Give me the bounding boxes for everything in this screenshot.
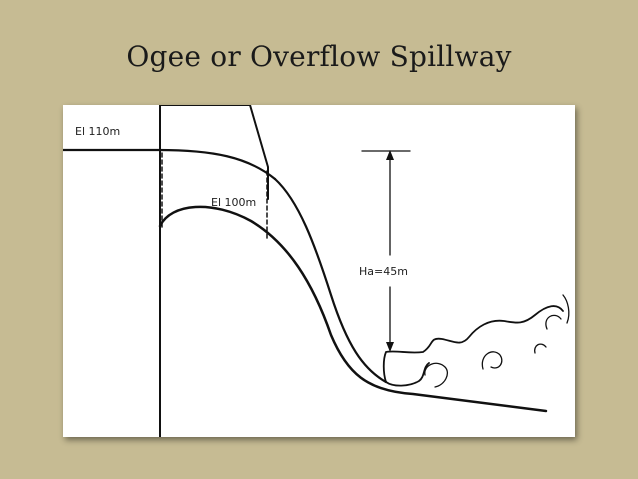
head-arrow-down [386, 342, 394, 352]
eddy-2 [481, 351, 503, 370]
spillway-diagram: El 110m El 100m Ha=45m [63, 105, 575, 437]
label-upstream-elevation: El 110m [75, 125, 120, 138]
ogee-crest-profile [158, 205, 548, 413]
eddy-3 [545, 314, 562, 330]
spillway-drawing: El 110m El 100m Ha=45m [63, 105, 570, 437]
eddy-1 [424, 362, 449, 388]
dam-body-outline [159, 105, 269, 437]
eddy-5 [562, 294, 570, 324]
label-head: Ha=45m [359, 265, 408, 278]
label-crest-elevation: El 100m [211, 196, 256, 209]
head-arrow-up [386, 150, 394, 160]
upstream-water-surface [63, 148, 277, 181]
jump-front [385, 362, 430, 387]
nappe-upper-surface [273, 177, 388, 384]
eddy-4 [534, 343, 547, 354]
tailwater-surface [382, 305, 564, 383]
slide-title: Ogee or Overflow Spillway [126, 40, 512, 73]
